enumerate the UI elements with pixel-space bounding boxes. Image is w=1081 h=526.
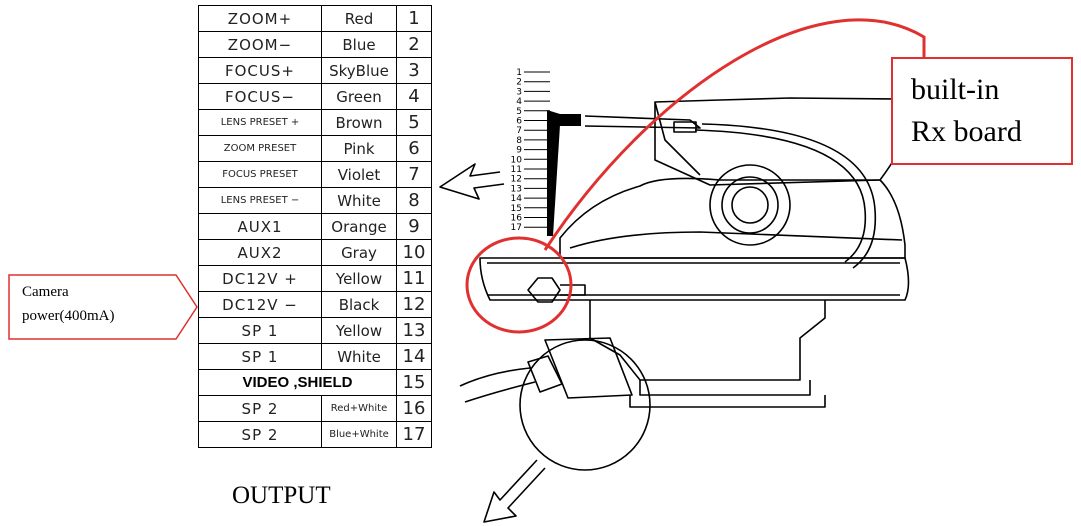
- pin-number-cell: 13: [396, 317, 432, 344]
- output-cable: [459, 367, 531, 387]
- wire-color-cell: Green: [321, 83, 397, 110]
- rx-callout-line1: built-in: [911, 73, 1000, 106]
- pin-number-cell: 4: [396, 83, 432, 110]
- pin-function-cell: SP 1: [198, 343, 322, 370]
- pin-function-cell: DC12V +: [198, 265, 322, 292]
- wire-color-cell: Blue: [321, 31, 397, 58]
- base-plate: [479, 257, 910, 301]
- camera-power-callout: Camera power(400mA): [8, 274, 198, 340]
- wire-color-cell: SkyBlue: [321, 57, 397, 84]
- connector-pin-number: 17: [511, 223, 522, 233]
- connector-pin-number: 10: [511, 155, 523, 165]
- pin-number-cell: 17: [396, 421, 432, 448]
- pin-number-cell: 5: [396, 109, 432, 136]
- housing-top: [654, 97, 910, 186]
- pin-number-cell: 14: [396, 343, 432, 370]
- camera-note-line1: Camera: [22, 284, 69, 300]
- connector-pin-number: 13: [511, 184, 522, 194]
- pointer-arrow-down: [483, 459, 546, 523]
- connector-pin-number: 3: [516, 87, 522, 97]
- detail-circle: [519, 339, 651, 471]
- pin-function-cell: VIDEO ,SHIELD: [198, 369, 397, 396]
- pin-number-cell: 3: [396, 57, 432, 84]
- pin-function-cell: ZOOM+: [198, 5, 322, 32]
- pin-function-cell: SP 2: [198, 395, 322, 422]
- wire-color-cell: Red: [321, 5, 397, 32]
- pin-function-cell: LENS PRESET +: [198, 109, 322, 136]
- tilt-knob-outer: [709, 164, 791, 246]
- connector-pin-number: 11: [511, 165, 522, 175]
- connector-plug: [544, 337, 633, 399]
- output-caption: OUTPUT: [232, 482, 331, 509]
- pointer-arrow-to-table: [439, 163, 505, 200]
- wire-color-cell: White: [321, 187, 397, 214]
- pin-number-cell: 16: [396, 395, 432, 422]
- connector-pin-number: 5: [516, 107, 522, 117]
- connector-pin-number: 1: [516, 68, 522, 78]
- pin-function-cell: AUX2: [198, 239, 322, 266]
- connector-pin-number: 8: [516, 136, 522, 146]
- pin-function-cell: SP 2: [198, 421, 322, 448]
- pin-function-cell: AUX1: [198, 213, 322, 240]
- connector-pin-number: 15: [511, 204, 522, 214]
- pin-number-cell: 15: [396, 369, 432, 396]
- rx-callout-line: [543, 18, 926, 251]
- camera-power-text: Camera power(400mA): [22, 280, 114, 328]
- connector-pin-number: 4: [516, 97, 522, 107]
- pin-function-cell: DC12V −: [198, 291, 322, 318]
- connector-pin-number: 2: [516, 78, 522, 88]
- connector-nut: [527, 277, 561, 303]
- pin-number-cell: 10: [396, 239, 432, 266]
- connector-terminal-block: [547, 110, 581, 236]
- housing-body: [559, 177, 906, 259]
- connector-pin-number: 12: [511, 175, 522, 185]
- connector-pin-number: 16: [511, 214, 523, 224]
- pin-number-cell: 12: [396, 291, 432, 318]
- connector-pin-number: 6: [516, 117, 522, 127]
- lower-base: [589, 300, 826, 381]
- rx-callout-line2: Rx board: [911, 115, 1022, 148]
- pin-number-cell: 8: [396, 187, 432, 214]
- callout-arrow-shape: [8, 274, 198, 340]
- connector-highlight-ellipse: [465, 236, 573, 334]
- pin-function-cell: FOCUS+: [198, 57, 322, 84]
- connector-pin-number: 14: [511, 194, 523, 204]
- cable-loop: [694, 129, 867, 263]
- camera-note-line2: power(400mA): [22, 308, 115, 324]
- connector-pin-number: 7: [516, 126, 522, 136]
- connector-pin-number: 9: [516, 146, 522, 156]
- rx-board-callout: built-in Rx board: [891, 57, 1073, 165]
